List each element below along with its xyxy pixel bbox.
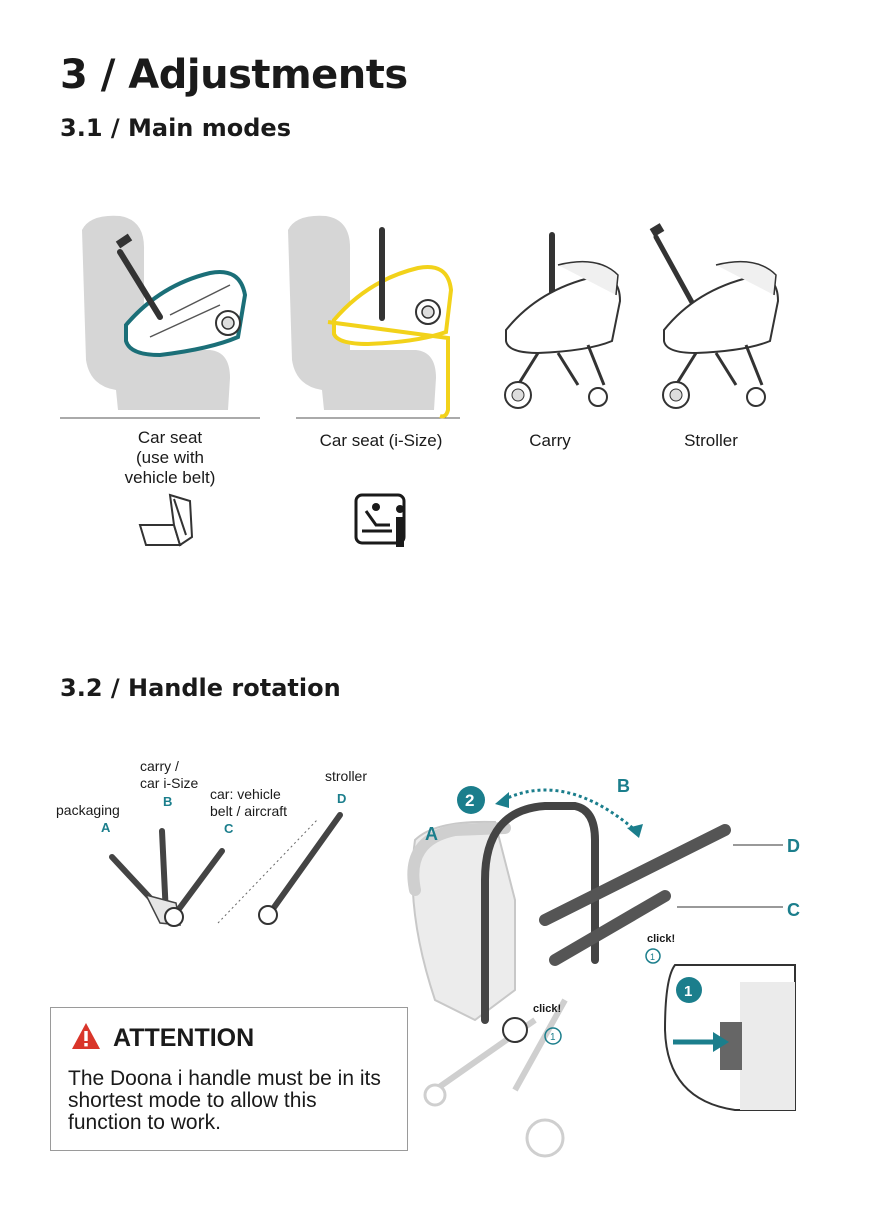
carry-illustration [504,232,622,409]
position-letter-d: D [337,791,346,806]
svg-text:1: 1 [550,1032,556,1043]
position-label-c: car: vehicle [210,786,281,802]
car-seat-belt-illustration [60,215,260,419]
section-title: 3 / Adjustments [60,52,408,98]
mode-label-car-seat-isize: Car seat (i-Size) [319,431,443,450]
step-two-badge: 2 [465,791,474,810]
diagram-letter-a: A [425,824,438,844]
diagram-letter-b: B [617,776,630,796]
attention-box: ATTENTION The Doona i handle must be in … [50,1007,408,1151]
position-label-a: packaging [56,802,120,818]
diagram-letter-d: D [787,836,800,856]
attention-text: The Doona i handle must be in its shorte… [68,1067,381,1134]
subsection-title-main-modes: 3.1 / Main modes [60,114,291,142]
svg-text:1: 1 [650,952,655,962]
mode-label-stroller: Stroller [684,431,738,450]
svg-text:belt / aircraft: belt / aircraft [210,803,287,819]
modes-drawing [60,215,780,547]
svg-text:car i-Size: car i-Size [140,775,199,791]
car-seat-isize-illustration [288,215,460,419]
position-letter-c: C [224,821,234,836]
click-label-upper: click! [647,933,675,945]
click-label-lower: click! [533,1003,561,1015]
handle-rotation-stroller-diagram: 2 B A D C click! 1 click! 1 1 [407,776,800,1158]
position-label-b-line1: carry / [140,758,179,774]
vehicle-belt-seat-icon [138,493,194,547]
main-modes-illustrations: Car seat (use with vehicle belt) Car sea… [60,200,850,560]
mode-label-car-seat: Car seat (use with vehicle belt) [124,428,216,487]
isize-icon [354,493,406,547]
position-label-d: stroller [325,768,367,784]
handle-positions-diagram: carry / car i-Size B packaging A car: ve… [56,758,367,927]
warning-icon [72,1023,100,1049]
position-letter-a: A [101,820,111,835]
subsection-title-handle-rotation: 3.2 / Handle rotation [60,674,341,702]
position-letter-b: B [163,794,172,809]
stroller-illustration [649,223,780,409]
attention-title: ATTENTION [113,1024,255,1052]
diagram-letter-c: C [787,900,800,920]
mode-label-carry: Carry [529,431,571,450]
step-one-badge: 1 [684,983,692,1000]
